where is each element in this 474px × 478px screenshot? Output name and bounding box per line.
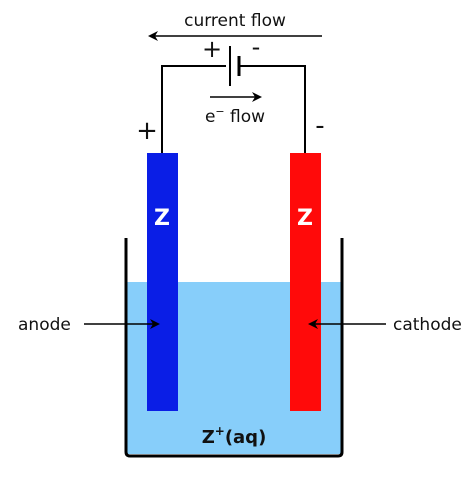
anode-label: anode xyxy=(18,315,71,335)
electron-charge: − xyxy=(215,105,224,118)
cathode-element-symbol: Z xyxy=(297,206,313,231)
beaker xyxy=(124,238,344,458)
cathode-electrode xyxy=(290,153,321,411)
current-flow-arrowhead xyxy=(148,31,158,41)
anode-pointer-arrowhead xyxy=(150,319,160,329)
electrolyte-label: Z+(aq) xyxy=(202,424,267,448)
electrolyte-ion-charge: + xyxy=(215,424,225,438)
cathode-terminal-sign: - xyxy=(315,111,324,141)
electrolyte-ion-symbol: Z xyxy=(202,427,215,448)
cathode-pointer-arrowhead xyxy=(308,319,318,329)
electron-flow-arrowhead xyxy=(252,92,262,102)
cathode-label: cathode xyxy=(393,315,462,335)
battery-plus-sign: + xyxy=(202,35,222,63)
anode-terminal-sign: + xyxy=(136,116,158,146)
electrolyte-state: (aq) xyxy=(225,427,266,448)
electron-symbol: e xyxy=(205,107,215,127)
anode-element-symbol: Z xyxy=(154,206,170,231)
circuit-wire xyxy=(161,65,306,153)
electron-flow-word: flow xyxy=(225,107,266,127)
electron-flow-label: e− flow xyxy=(205,105,265,127)
anode-electrode xyxy=(147,153,178,411)
battery-minus-sign: - xyxy=(252,33,261,61)
current-flow-label: current flow xyxy=(184,11,286,31)
